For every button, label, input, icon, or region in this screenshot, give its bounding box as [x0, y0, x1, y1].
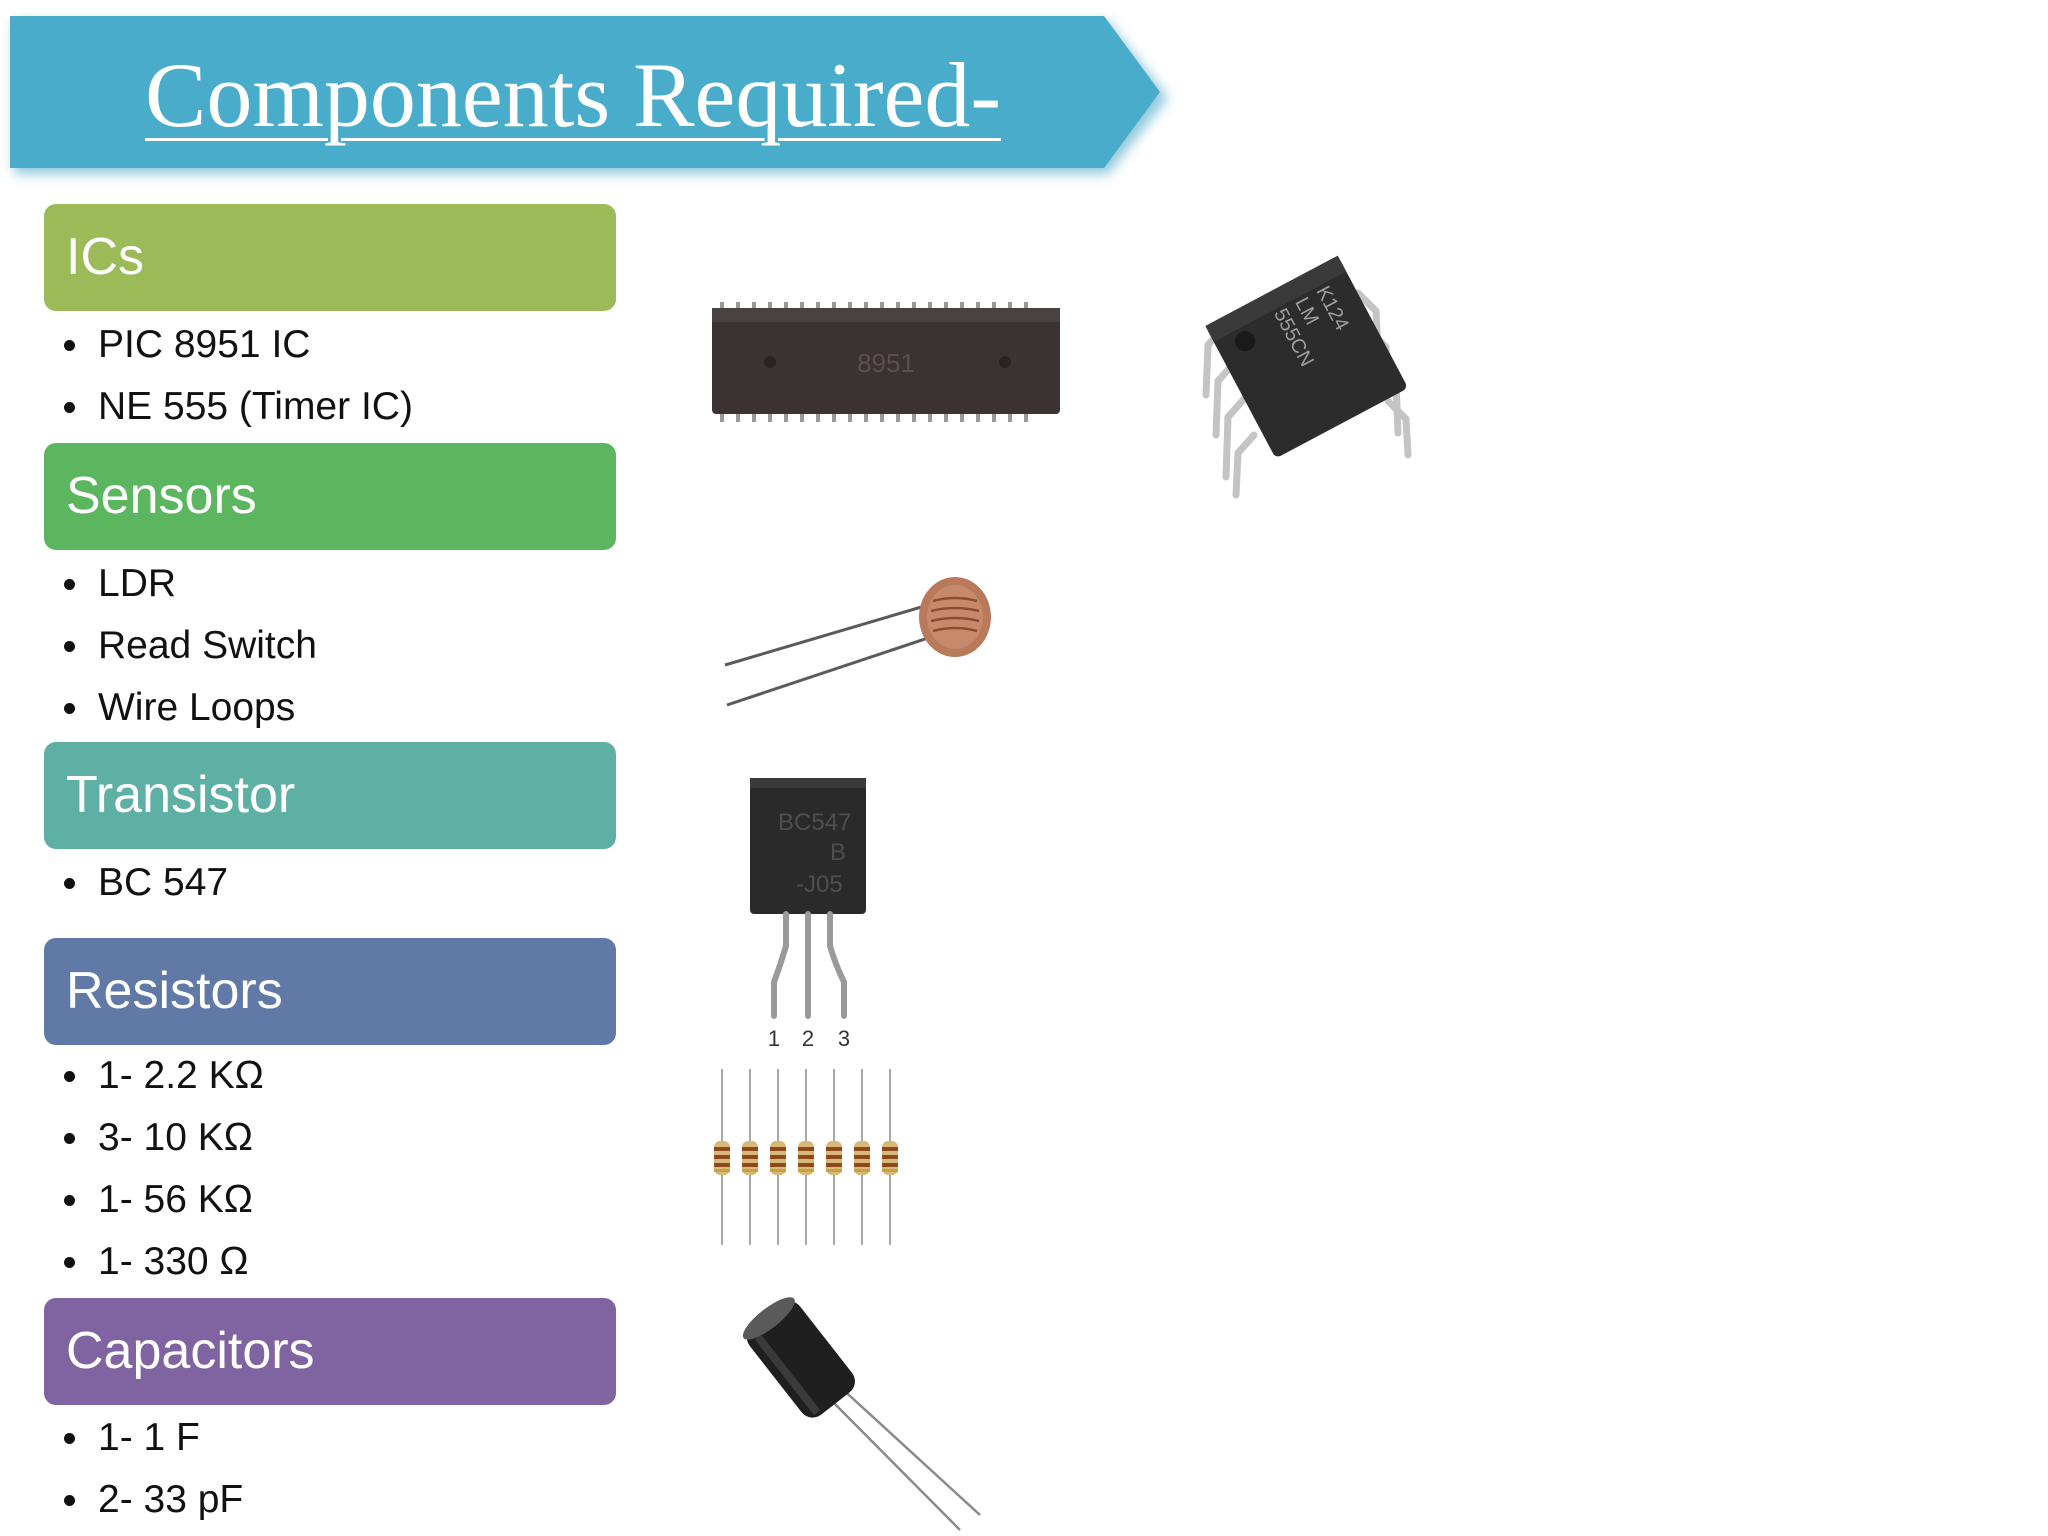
resistors-item-list: 1- 2.2 KΩ 3- 10 KΩ 1- 56 KΩ 1- 330 Ω — [0, 1045, 640, 1293]
capacitors-item-list: 1- 1 F 2- 33 pF — [0, 1407, 640, 1531]
transistor-marking-line3: -J05 — [796, 871, 843, 898]
title-banner — [10, 16, 1168, 174]
list-item: 1- 330 Ω — [0, 1231, 640, 1293]
transistor-pin-2: 2 — [802, 1026, 814, 1050]
transistor-marking-line2: B — [830, 839, 846, 866]
resistors-image — [714, 1069, 898, 1245]
page-title: Components Required- — [145, 44, 1001, 146]
list-item: NE 555 (Timer IC) — [0, 376, 640, 438]
dip40-ic-image: 8951 — [712, 302, 1060, 422]
list-item: Read Switch — [0, 615, 640, 677]
ldr-image — [724, 577, 991, 707]
list-item: 1- 1 F — [0, 1407, 640, 1469]
category-header-transistor: Transistor — [44, 742, 616, 849]
list-item: 1- 56 KΩ — [0, 1169, 640, 1231]
category-header-resistors: Resistors — [44, 938, 616, 1045]
sensors-item-list: LDR Read Switch Wire Loops — [0, 553, 640, 739]
transistor-marking-line1: BC547 — [778, 809, 851, 836]
ne555-ic-image: K124 LM 555CN — [1202, 255, 1412, 499]
transistor-item-list: BC 547 — [0, 852, 640, 914]
transistor-image: BC547 B -J05 1 2 3 — [750, 778, 866, 1050]
category-header-capacitors: Capacitors — [44, 1298, 616, 1405]
list-item: 1- 2.2 KΩ — [0, 1045, 640, 1107]
list-item: Wire Loops — [0, 677, 640, 739]
transistor-pin-1: 1 — [768, 1026, 780, 1050]
capacitor-image — [742, 1297, 981, 1531]
transistor-pin-3: 3 — [838, 1026, 850, 1050]
list-item: 2- 33 pF — [0, 1469, 640, 1531]
list-item: BC 547 — [0, 852, 640, 914]
category-header-ics: ICs — [44, 204, 616, 311]
category-header-sensors: Sensors — [44, 443, 616, 550]
list-item: 3- 10 KΩ — [0, 1107, 640, 1169]
ics-item-list: PIC 8951 IC NE 555 (Timer IC) — [0, 314, 640, 438]
banner-shape — [10, 16, 1160, 168]
dip40-marking: 8951 — [857, 348, 915, 378]
list-item: PIC 8951 IC — [0, 314, 640, 376]
list-item: LDR — [0, 553, 640, 615]
